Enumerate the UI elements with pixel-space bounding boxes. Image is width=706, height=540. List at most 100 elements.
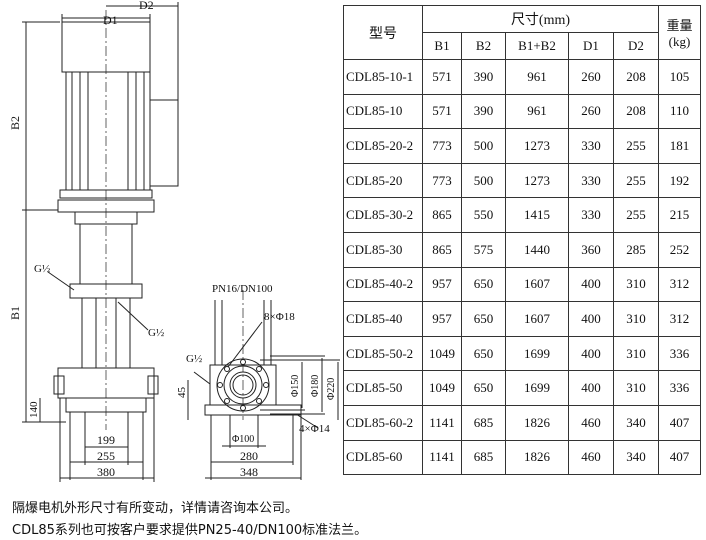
cell-kg: 336 [658, 335, 701, 372]
label-b2: B2 [8, 116, 22, 130]
cell-model: CDL85-20 [343, 162, 423, 199]
header-weight: 重量(kg) [658, 5, 701, 60]
cell-kg: 105 [658, 59, 701, 95]
cell-b1: 773 [422, 128, 462, 164]
label-foot-holes: 4×Φ14 [299, 423, 330, 435]
cell-b2: 650 [461, 335, 506, 372]
cell-b1: 1049 [422, 335, 462, 372]
cell-b2: 650 [461, 301, 506, 337]
label-d2: D2 [139, 0, 154, 12]
front-view [22, 2, 179, 482]
cell-b1b2: 1273 [505, 128, 569, 164]
label-380: 380 [97, 465, 115, 479]
cell-model: CDL85-40-2 [343, 266, 423, 303]
cell-b1: 1141 [422, 404, 462, 441]
cell-b1b2: 961 [505, 93, 569, 130]
note-1: 隔爆电机外形尺寸有所变动，详情请咨询本公司。 [12, 501, 299, 516]
header-b1b2: B1+B2 [505, 32, 569, 60]
cell-model: CDL85-50 [343, 370, 423, 406]
cell-d2: 310 [613, 370, 659, 406]
cell-d2: 255 [613, 128, 659, 164]
cell-b2: 390 [461, 93, 506, 130]
cell-b1b2: 1699 [505, 335, 569, 372]
cell-b1: 571 [422, 59, 462, 95]
cell-b1: 1049 [422, 370, 462, 406]
cell-b2: 650 [461, 266, 506, 303]
cell-b1b2: 961 [505, 59, 569, 95]
cell-b1b2: 1699 [505, 370, 569, 406]
header-d1: D1 [568, 32, 614, 60]
cell-d1: 460 [568, 439, 614, 476]
cell-d1: 330 [568, 162, 614, 199]
cell-b1b2: 1440 [505, 231, 569, 268]
cell-b1: 773 [422, 162, 462, 199]
cell-d1: 260 [568, 59, 614, 95]
cell-d1: 260 [568, 93, 614, 130]
cell-d2: 310 [613, 335, 659, 372]
cell-model: CDL85-10 [343, 93, 423, 130]
cell-b1: 957 [422, 266, 462, 303]
header-b1: B1 [422, 32, 462, 60]
cell-d1: 400 [568, 266, 614, 303]
label-255: 255 [97, 449, 115, 463]
cell-b1b2: 1273 [505, 162, 569, 199]
label-199: 199 [97, 433, 115, 447]
label-348: 348 [240, 465, 258, 479]
cell-kg: 215 [658, 197, 701, 233]
spec-table: 型号 尺寸(mm) 重量(kg) B1 B2 B1+B2 D1 D2 CDL85… [343, 5, 701, 476]
cell-kg: 252 [658, 231, 701, 268]
cell-b2: 685 [461, 404, 506, 441]
label-g-side: G½ [148, 327, 164, 339]
cell-b2: 575 [461, 231, 506, 268]
cell-kg: 192 [658, 162, 701, 199]
side-view [187, 290, 340, 480]
cell-model: CDL85-60 [343, 439, 423, 476]
cell-d2: 340 [613, 404, 659, 441]
terminal-box [149, 99, 179, 187]
cell-b1b2: 1415 [505, 197, 569, 233]
header-weight-title: 重量 [666, 19, 693, 34]
cell-b2: 500 [461, 128, 506, 164]
label-d1: D1 [103, 13, 118, 27]
label-140: 140 [28, 401, 40, 418]
label-bolt-holes: 8×Φ18 [264, 311, 295, 323]
label-flange-spec: PN16/DN100 [212, 283, 273, 295]
cell-model: CDL85-60-2 [343, 404, 423, 441]
cell-d2: 310 [613, 301, 659, 337]
header-model: 型号 [343, 5, 423, 60]
note-2: CDL85系列也可按客户要求提供PN25-40/DN100标准法兰。 [12, 523, 368, 538]
label-phi220: Φ220 [326, 378, 337, 400]
label-45: 45 [176, 387, 188, 399]
cell-b1: 1141 [422, 439, 462, 476]
cell-b1b2: 1826 [505, 404, 569, 441]
cell-b1b2: 1826 [505, 439, 569, 476]
cell-d1: 400 [568, 370, 614, 406]
cell-b2: 550 [461, 197, 506, 233]
cell-b1: 865 [422, 197, 462, 233]
cell-model: CDL85-30 [343, 231, 423, 268]
cell-d2: 255 [613, 162, 659, 199]
cell-b1b2: 1607 [505, 266, 569, 303]
cell-d1: 460 [568, 404, 614, 441]
label-280: 280 [240, 449, 258, 463]
cell-d2: 285 [613, 231, 659, 268]
cell-kg: 312 [658, 301, 701, 337]
motor-body [65, 71, 151, 191]
header-d2: D2 [613, 32, 659, 60]
label-g-upper: G½ [34, 263, 50, 275]
cell-d1: 330 [568, 128, 614, 164]
cell-b2: 685 [461, 439, 506, 476]
cell-model: CDL85-40 [343, 301, 423, 337]
